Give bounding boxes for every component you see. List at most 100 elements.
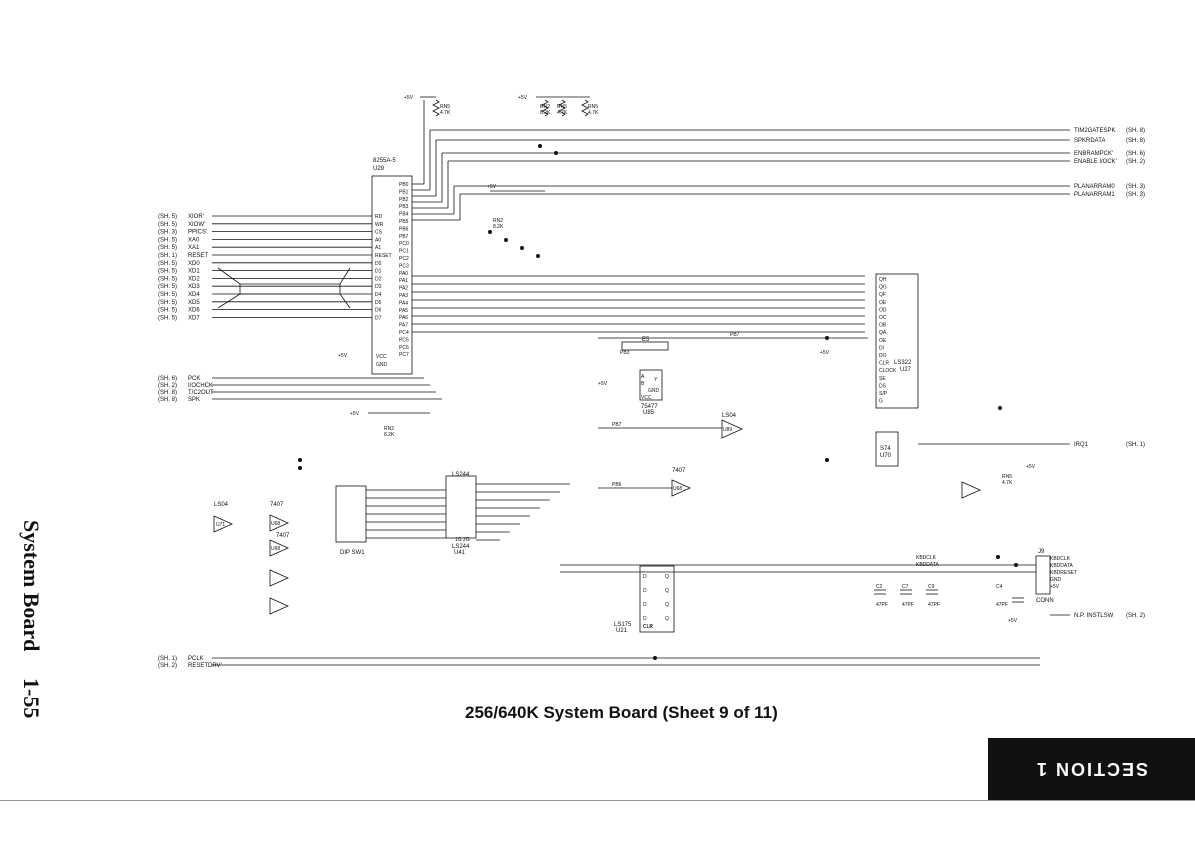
chip-u29-right-pin: PC7 [399,352,409,358]
pullup-right-val: 4.7K [1002,480,1013,486]
right-signal-sheet: (SH. 2) [1126,159,1145,165]
right-signal-sheet: (SH. 2) [1126,613,1145,619]
left-signal-name: I/OCHCK [188,383,213,389]
chip-u29-right-pin: PB0 [399,182,409,188]
left-signal-sheet: (SH. 8) [158,390,177,396]
left-signal-name: T/C2OUT [188,390,214,396]
chip-u29-left-pin: D0 [375,261,382,267]
left-signal-sheet: (SH. 5) [158,261,177,267]
left-signal-sheet: (SH. 5) [158,269,177,275]
right-signal-name: SPKRDATA [1074,138,1105,144]
net-pb6-label: PB6 [612,482,622,488]
left-signal-name: XD7 [188,315,200,321]
left-signal-name: SPK [188,397,200,403]
chip-u21-pin: D [643,602,647,608]
chip-u21-pin: D [643,588,647,594]
chip-u85-ref: U85 [643,410,655,416]
chip-u29-right-pin: PB2 [399,197,409,203]
connector-j9-pin: KBDCLK [1050,556,1071,562]
right-signal-name: ENABLE I/OCK' [1074,159,1117,165]
right-signal-name: ENBRAMPCK' [1074,151,1113,157]
chip-u27-type: LS322 [894,360,912,366]
chip-u29-left-pin: D4 [375,292,382,298]
chip-u29-vcc: VCC [376,354,387,360]
chip-u27-pin: OB [879,323,887,329]
left-signal-name: XD2 [188,276,200,282]
capacitor-ref: C9 [928,584,935,590]
chip-u85-pin-vcc: VCC [641,395,652,401]
gate-u68b-type: 7407 [276,533,290,539]
dip-switch-ref: DIP SW1 [340,550,365,556]
chip-u70-type: S74 [880,446,891,452]
capacitor-value: 47PF [902,602,914,608]
gate-u71-type: LS04 [214,502,229,508]
chip-u29-right-pin: PA3 [399,293,408,299]
left-signal-sheet: (SH. 6) [158,376,177,382]
left-signal-name: XD0 [188,261,200,267]
left-signal-sheet: (SH. 2) [158,663,177,669]
chip-u29-right-pin: PC6 [399,345,409,351]
chip-u27-pin: DS [879,383,887,389]
chip-u29-left-pin: D6 [375,308,382,314]
pullup-top-mid-c-val: 4.7K [588,110,599,116]
connector-j9-pin: +5V [1050,584,1060,590]
capacitor-value: 47PF [876,602,888,608]
chip-u21-pin: D [643,574,647,580]
chip-u29-right-pin: PC3 [399,263,409,269]
connector-j9-ref: J9 [1038,549,1045,555]
chip-u29-left-pin: A0 [375,237,381,243]
chip-u29-right-pin: PA2 [399,286,408,292]
right-signal-name: TIM2GATESPK [1074,128,1116,134]
gate-u89-symbol [721,419,743,439]
gate-u68c-type: 7407 [672,468,686,474]
chip-u29-left-pin: D2 [375,276,382,282]
chip-u21-type: LS175 [614,622,632,628]
power-5v-top-left: +5V [404,95,414,101]
section-tab: SECTION 1 [988,738,1195,800]
left-signal-name: XIOR' [188,214,204,220]
chip-u29-right-pin: PB1 [399,189,409,195]
left-signal-sheet: (SH. 1) [158,656,177,662]
connector-j9-pin: KBDRESET [1050,570,1077,576]
left-signal-name: XD6 [188,308,200,314]
chip-u29-gnd: GND [376,362,388,368]
pullup-top-mid-b-ref: RN5 [557,104,567,110]
chip-u27-pin: SE [879,376,886,382]
left-signal-sheet: (SH. 5) [158,315,177,321]
chip-u27-pin: OE [879,300,887,306]
capacitor-ref: C7 [902,584,909,590]
chip-u29-left-pin: D5 [375,300,382,306]
right-signal-sheet: (SH. 8) [1126,128,1145,134]
chip-u29-right-pin: PA7 [399,323,408,329]
chip-u29-left-pin: RESET [375,253,392,259]
chip-u27-pin: CLOCK [879,368,897,374]
left-signal-name: XD1 [188,269,200,275]
power-5v-j9: +5V [1008,618,1018,624]
power-5v-top-mid: +5V [518,95,528,101]
left-signal-sheet: (SH. 5) [158,245,177,251]
power-5v-u27: +5V [820,350,830,356]
net-kbddata-label: KBDDATA [916,562,940,568]
power-5v-right: +5V [1026,464,1036,470]
chip-u27-pin: QA [879,330,887,336]
gate-u68-symbol-4 [269,597,289,615]
chip-u29-right-pin: PB4 [399,212,409,218]
pullup-top-left-val: 4.7K [440,110,451,116]
chip-u29-right-pin: PB3 [399,204,409,210]
pullup-mid-ref: RN2 [493,218,503,224]
chip-u29-right-pin: PA6 [399,315,408,321]
right-signal-sheet: (SH. 3) [1126,192,1145,198]
chip-u27-pin: DO [879,353,887,359]
pullup-left-val: 8.2K [384,432,395,438]
gate-u68b-ref: U68 [271,546,280,552]
chip-u27-body [875,273,919,409]
gate-u68-symbol-3 [269,569,289,587]
capacitor-value: 47PF [928,602,940,608]
chip-u70-body [875,431,899,467]
right-signal-sheet: (SH. 1) [1126,442,1145,448]
pullup-right-ref: RN5 [1002,474,1012,480]
chip-u70-ref: U70 [880,453,892,459]
pullup-top-mid-b-val: 4.7K [557,110,568,116]
left-signal-sheet: (SH. 5) [158,284,177,290]
pullup-top-mid-c-ref: RN5 [588,104,598,110]
